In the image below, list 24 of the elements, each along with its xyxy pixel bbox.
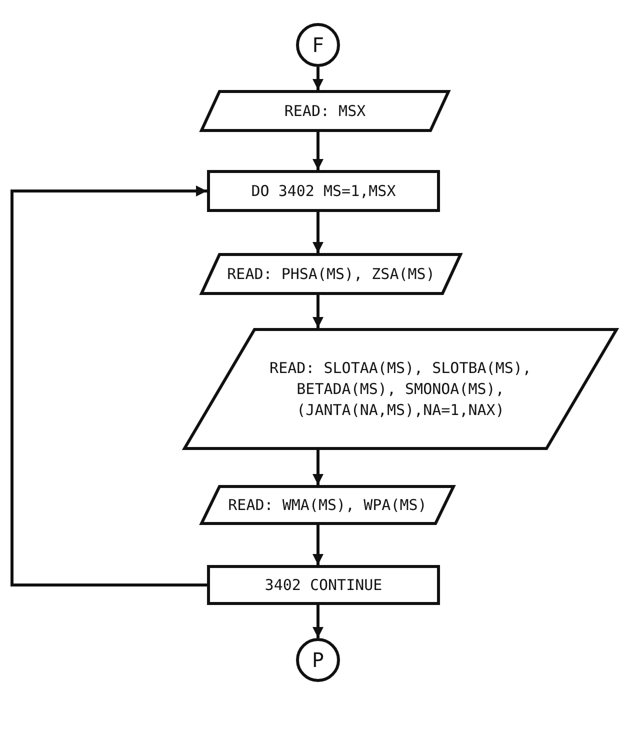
- connector-label: F: [312, 34, 324, 56]
- input-parallelogram: [200, 485, 455, 525]
- step-text: READ: SLOTAA(MS), SLOTBA(MS), BETADA(MS), SMONOA(MS), (JANTA(NA,MS),NA=1,NAX): [268, 358, 532, 420]
- flow-arrow: [312, 295, 324, 328]
- flow-arrow: [312, 605, 324, 638]
- input-parallelogram: [200, 253, 462, 295]
- connector-label: P: [312, 650, 324, 670]
- process-box: [207, 565, 440, 605]
- flow-arrow: [312, 132, 324, 170]
- input-parallelogram: [200, 90, 450, 132]
- process-box: [207, 170, 440, 212]
- input-parallelogram: [183, 328, 618, 450]
- flow-arrow: [312, 450, 324, 485]
- flow-arrow: [10, 186, 207, 586]
- flow-arrow: [312, 212, 324, 253]
- step-text: 3402 CONTINUE: [264, 574, 382, 596]
- step-text: READ: WMA(MS), WPA(MS): [228, 494, 427, 516]
- step-text: READ: MSX: [284, 100, 366, 122]
- flow-arrow: [312, 525, 324, 565]
- step-text: DO 3402 MS=1,MSX: [251, 180, 396, 202]
- connector-circle: [296, 23, 340, 67]
- step-text: READ: PHSA(MS), ZSA(MS): [227, 264, 435, 284]
- connector-circle: [296, 638, 340, 682]
- flow-arrow: [312, 67, 324, 90]
